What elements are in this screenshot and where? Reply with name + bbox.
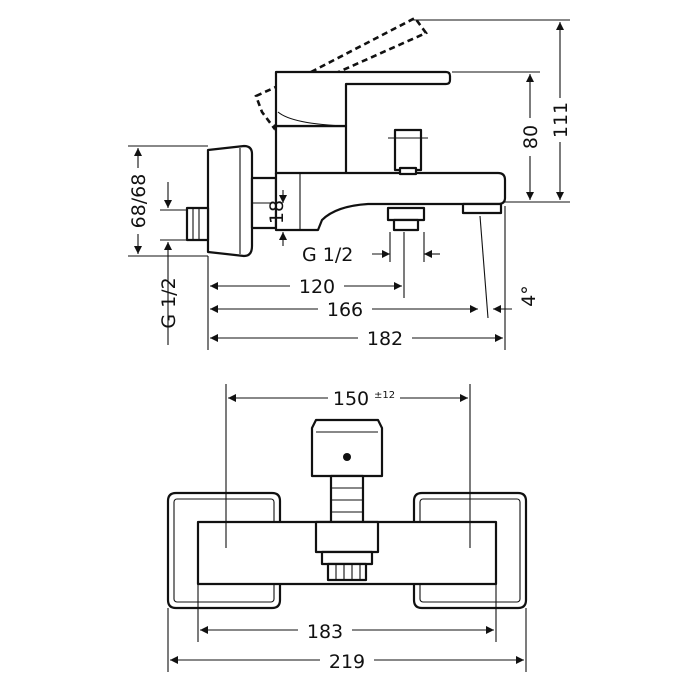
- label-4-degree: 4°: [518, 285, 540, 307]
- lever-indicator-dot: [343, 453, 351, 461]
- inlet-thread-stub: [185, 206, 210, 242]
- side-view: 120 166 182 G 1/2 18 80 111 68/68 G 1/2 …: [128, 16, 572, 350]
- label-183: 183: [307, 621, 343, 643]
- label-150-tolerance: ±12: [374, 390, 395, 401]
- lever-handle: [274, 70, 452, 128]
- label-68-68: 68/68: [128, 174, 150, 229]
- label-g12-inlet: G 1/2: [158, 277, 180, 328]
- front-view: 150 ±12 183 219: [166, 384, 528, 673]
- front-lever: [310, 418, 384, 478]
- front-cartridge: [329, 474, 365, 524]
- wall-flange: [206, 144, 254, 258]
- mixer-body-spout: [274, 171, 507, 232]
- cartridge-housing: [274, 124, 348, 176]
- label-18: 18: [266, 200, 288, 224]
- label-182: 182: [367, 328, 403, 350]
- outlet-connector: [386, 206, 426, 222]
- label-166: 166: [327, 299, 363, 321]
- label-219: 219: [329, 651, 365, 673]
- aerator: [461, 202, 503, 215]
- label-111: 111: [550, 102, 572, 138]
- label-150: 150: [333, 388, 369, 410]
- label-120: 120: [299, 276, 335, 298]
- diverter-knob: [393, 128, 423, 172]
- label-g12-outlet: G 1/2: [302, 244, 353, 266]
- label-80: 80: [520, 125, 542, 149]
- front-outlet: [314, 520, 380, 554]
